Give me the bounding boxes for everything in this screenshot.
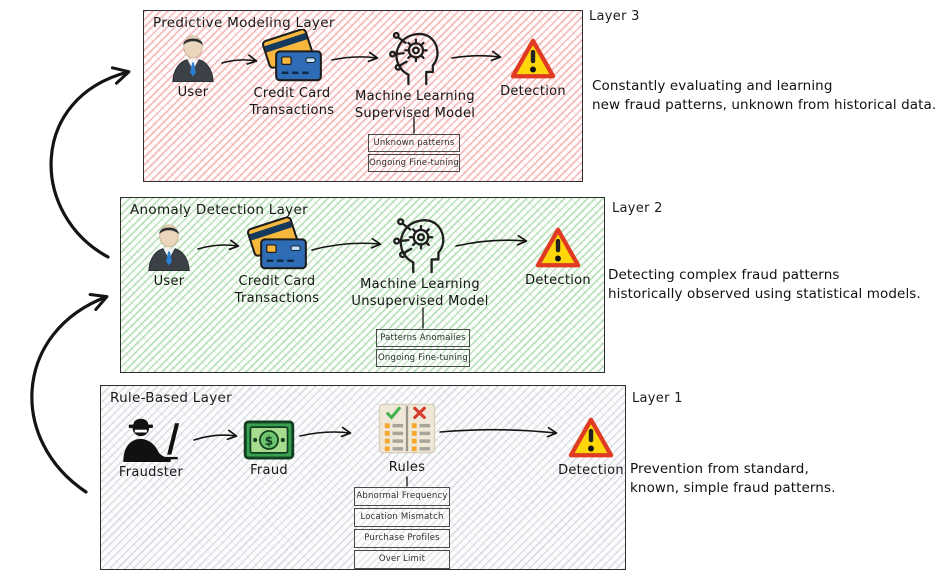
- warning-icon: [534, 226, 582, 270]
- feedback-arrow-layer2-to-layer3: [49, 66, 131, 259]
- money-icon: $: [243, 420, 295, 460]
- node-label: Rules: [388, 460, 426, 475]
- layer-1-title: Rule-Based Layer: [110, 390, 232, 406]
- node-label: Credit Card Transactions: [249, 86, 335, 118]
- node-label: Detection: [558, 463, 624, 478]
- layer1-node-fraud: $ Fraud: [241, 420, 297, 480]
- layer1-node-detection: Detection: [558, 416, 624, 480]
- head-gear-icon: [389, 212, 451, 274]
- layer3-subbox-2: Ongoing Fine-tuning: [368, 154, 460, 172]
- layer-3-title: Predictive Modeling Layer: [153, 15, 335, 31]
- layer-3-box: Predictive Modeling Layer: [143, 10, 583, 182]
- layer1-subbox-1: Abnormal Frequency: [354, 487, 450, 506]
- warning-icon: [509, 37, 557, 81]
- layer-1-tag: Layer 1: [632, 391, 683, 406]
- layer-2-title: Anomaly Detection Layer: [130, 202, 308, 218]
- node-label: Fraudster: [118, 465, 184, 480]
- layer-1-annotation: Prevention from standard, known, simple …: [630, 461, 836, 496]
- layer-2-box: Anomaly Detection Layer: [120, 197, 605, 373]
- rules-icon: [378, 403, 436, 457]
- layer2-subbox-2: Ongoing Fine-tuning: [376, 349, 470, 367]
- node-label: Machine Learning Unsupervised Model: [351, 277, 489, 309]
- head-gear-icon: [385, 26, 445, 86]
- credit-cards-icon: [246, 217, 308, 271]
- node-label: Fraud: [250, 463, 288, 478]
- layer-3-annotation: Constantly evaluating and learning new f…: [592, 78, 937, 113]
- node-label: User: [153, 274, 185, 289]
- layer3-node-ml: Machine Learning Supervised Model: [355, 26, 475, 123]
- businessman-icon: [170, 32, 216, 82]
- layer1-subbox-2: Location Mismatch: [354, 508, 450, 527]
- layer2-node-detection: Detection: [525, 226, 591, 290]
- node-label: Machine Learning Supervised Model: [354, 89, 476, 121]
- layer-2-tag: Layer 2: [612, 201, 663, 216]
- businessman-icon: [146, 221, 192, 271]
- warning-icon: [567, 416, 615, 460]
- layer3-node-detection: Detection: [500, 37, 566, 101]
- layer2-subbox-1: Patterns Anomalies: [376, 329, 470, 347]
- node-label: User: [177, 85, 209, 100]
- layer1-subbox-4: Over Limit: [354, 550, 450, 569]
- svg-text:$: $: [265, 434, 274, 448]
- layer-3-tag: Layer 3: [589, 9, 640, 24]
- layer1-node-fraudster: Fraudster: [112, 414, 190, 482]
- layer1-node-rules: Rules: [376, 403, 438, 477]
- credit-cards-icon: [261, 29, 323, 83]
- feedback-arrow-layer1-to-layer2: [30, 293, 109, 494]
- node-label: Detection: [500, 84, 566, 99]
- layer3-subbox-1: Unknown patterns: [368, 134, 460, 152]
- layer2-node-ml: Machine Learning Unsupervised Model: [351, 212, 488, 311]
- layer-2-annotation: Detecting complex fraud patterns histori…: [608, 267, 921, 302]
- node-label: Credit Card Transactions: [234, 274, 320, 306]
- layer3-node-user: User: [167, 32, 219, 102]
- layer2-node-user: User: [143, 221, 195, 291]
- node-label: Detection: [525, 273, 591, 288]
- layer1-subbox-3: Purchase Profiles: [354, 529, 450, 548]
- layer2-node-cards: Credit Card Transactions: [235, 217, 319, 308]
- hacker-icon: [115, 414, 187, 462]
- layer3-node-cards: Credit Card Transactions: [250, 29, 334, 120]
